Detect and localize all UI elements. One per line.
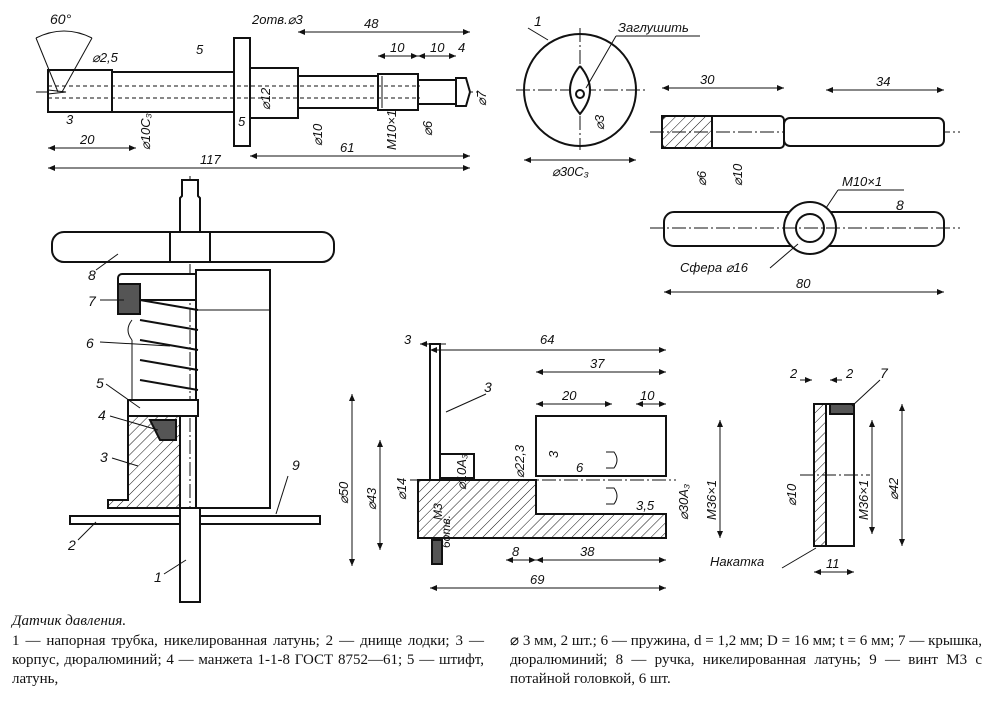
caption-left-column: 1 — напорная трубка, никелированная лату… bbox=[12, 633, 484, 687]
section-d22: ⌀22,3 bbox=[512, 444, 527, 478]
cap-w2b: 2 bbox=[845, 366, 854, 381]
figure-caption: Датчик давления. 1 — напорная трубка, ни… bbox=[12, 612, 982, 708]
hole-diameter-label: ⌀2,5 bbox=[92, 50, 119, 65]
plug-label: Заглушить bbox=[618, 20, 689, 35]
dim-48: 48 bbox=[364, 16, 379, 31]
label-9: 9 bbox=[292, 457, 300, 473]
label-7: 7 bbox=[88, 293, 97, 309]
dim-d12: ⌀12 bbox=[258, 87, 273, 110]
dim-5-top: 5 bbox=[196, 42, 204, 57]
section-d30a3: ⌀30A₃ bbox=[676, 484, 691, 520]
dim-20: 20 bbox=[79, 132, 95, 147]
knurl-label: Накатка bbox=[710, 554, 764, 569]
disc-d30: ⌀30С₃ bbox=[552, 164, 589, 179]
disc-view: 1 Заглушить ⌀3 ⌀30С₃ bbox=[516, 13, 700, 179]
section-dim-64: 64 bbox=[540, 332, 554, 347]
dim-d10: ⌀10 bbox=[310, 123, 325, 146]
section-v3: 3 bbox=[546, 450, 561, 458]
dim-61: 61 bbox=[340, 140, 354, 155]
section-m36: M36×1 bbox=[704, 480, 719, 520]
technical-drawing: 60° ⌀2,5 2отв.⌀3 48 10 10 4 5 5 3 20 117… bbox=[35, 11, 960, 603]
label-8: 8 bbox=[88, 267, 96, 283]
section-d50: ⌀50 bbox=[336, 481, 351, 504]
holes-label: 2отв.⌀3 bbox=[251, 12, 304, 27]
handle-number: 8 bbox=[896, 197, 904, 213]
housing-section-view: 3 64 37 3 20 10 ⌀50 ⌀43 ⌀14 ⌀10A₃ ⌀22,3 … bbox=[336, 332, 723, 591]
cap-view: 2 2 7 ⌀10 M36×1 ⌀42 Накатка 11 bbox=[710, 365, 905, 575]
cap-d10: ⌀10 bbox=[784, 483, 799, 506]
cap-number: 7 bbox=[880, 365, 889, 381]
handle-m10: M10×1 bbox=[842, 174, 882, 189]
disc-d3: ⌀3 bbox=[592, 114, 607, 130]
label-2: 2 bbox=[67, 537, 76, 553]
section-label-3: 3 bbox=[484, 379, 492, 395]
disc-number: 1 bbox=[534, 13, 542, 29]
label-3: 3 bbox=[100, 449, 108, 465]
section-d10a3: ⌀10A₃ bbox=[454, 454, 469, 490]
dim-4: 4 bbox=[458, 40, 465, 55]
handle-dim-30: 30 bbox=[700, 72, 715, 87]
handle-d10: ⌀10 bbox=[730, 163, 745, 186]
section-d14: ⌀14 bbox=[394, 478, 409, 500]
section-v35: 3,5 bbox=[636, 498, 655, 513]
angle-label: 60° bbox=[50, 11, 72, 27]
dim-d7: ⌀7 bbox=[474, 90, 489, 106]
dim-117: 117 bbox=[200, 152, 221, 167]
caption-right-column: ⌀ 3 мм, 2 шт.; 6 — пружина, d = 1,2 мм; … bbox=[510, 633, 982, 687]
section-dim-8: 8 bbox=[512, 544, 520, 559]
section-m3: M3 bbox=[431, 503, 445, 520]
dim-m10: M10×1 bbox=[384, 110, 399, 150]
section-dim-38: 38 bbox=[580, 544, 595, 559]
section-dim-10: 10 bbox=[640, 388, 655, 403]
dim-d10c3: ⌀10С₃ bbox=[138, 113, 153, 150]
section-dim-20: 20 bbox=[561, 388, 577, 403]
handle-d6: ⌀6 bbox=[694, 170, 709, 186]
section-dim-69: 69 bbox=[530, 572, 544, 587]
dim-5-bottom: 5 bbox=[238, 114, 246, 129]
dim-10b: 10 bbox=[430, 40, 445, 55]
section-six-holes: 6отв. bbox=[439, 515, 453, 548]
dim-d6: ⌀6 bbox=[420, 120, 435, 136]
tube-detail-view: 60° ⌀2,5 2отв.⌀3 48 10 10 4 5 5 3 20 117… bbox=[35, 11, 489, 171]
label-6: 6 bbox=[86, 335, 94, 351]
label-4: 4 bbox=[98, 407, 106, 423]
sphere-label: Сфера ⌀16 bbox=[680, 260, 749, 275]
label-5: 5 bbox=[96, 375, 104, 391]
dim-3: 3 bbox=[66, 112, 74, 127]
handle-view: 30 34 ⌀6 ⌀10 M10×1 8 Сфера ⌀16 80 bbox=[650, 72, 960, 295]
handle-dim-34: 34 bbox=[876, 74, 890, 89]
cap-m36: M36×1 bbox=[856, 480, 871, 520]
section-d43: ⌀43 bbox=[364, 487, 379, 510]
cap-w2a: 2 bbox=[789, 366, 798, 381]
section-3-top: 3 bbox=[404, 332, 412, 347]
caption-title: Датчик давления. bbox=[12, 613, 127, 629]
dim-10a: 10 bbox=[390, 40, 405, 55]
cap-d42: ⌀42 bbox=[886, 477, 901, 500]
handle-dim-80: 80 bbox=[796, 276, 811, 291]
section-v6: 6 bbox=[576, 460, 584, 475]
assembly-view: 8 7 6 5 4 3 2 1 9 bbox=[51, 176, 335, 603]
section-dim-37: 37 bbox=[590, 356, 605, 371]
cap-dim-11: 11 bbox=[826, 556, 840, 571]
label-1: 1 bbox=[154, 569, 162, 585]
